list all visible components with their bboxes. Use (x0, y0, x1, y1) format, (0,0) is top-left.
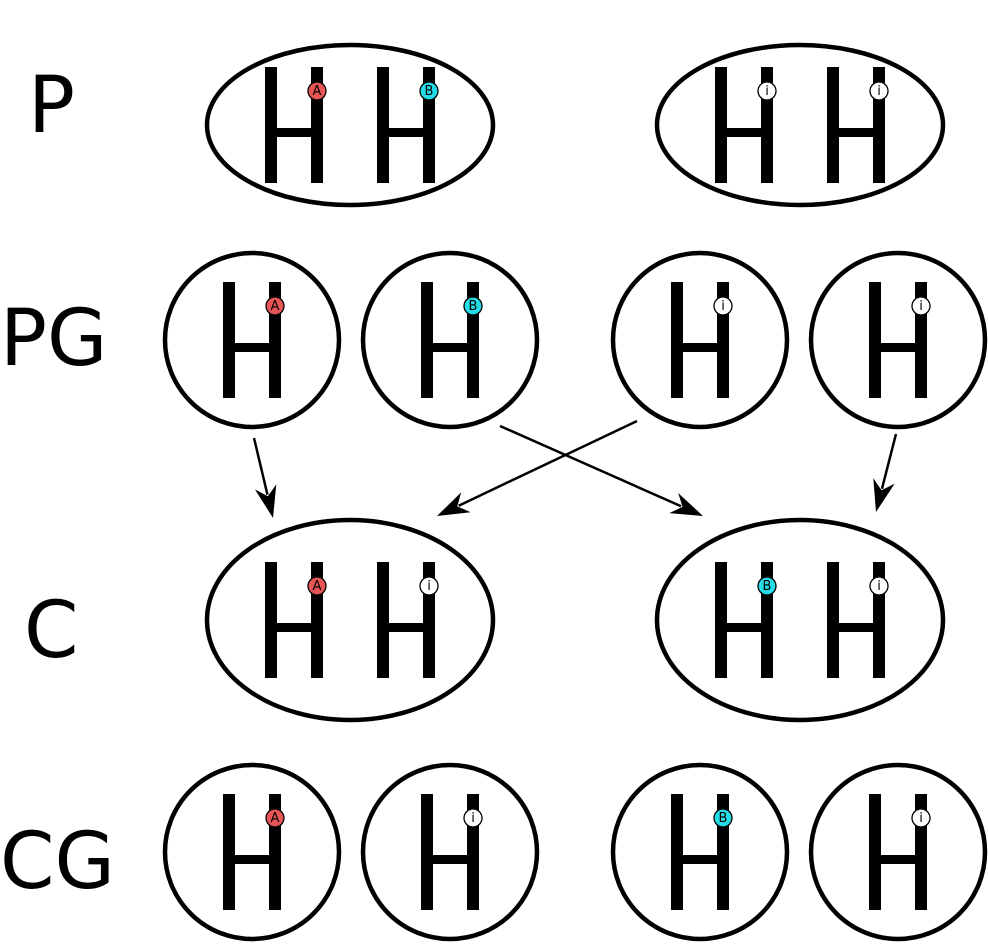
chromosome-b: B (671, 794, 733, 910)
row-label-c: C (24, 586, 78, 676)
svg-text:B: B (763, 579, 772, 594)
arrow-head (669, 492, 703, 516)
chromosome-i: i (715, 67, 777, 183)
chromosome-i: i (671, 282, 733, 398)
arrow-head (437, 492, 471, 516)
svg-text:i: i (765, 84, 769, 99)
cell-pg-1: A (162, 250, 342, 430)
arrow-head (873, 478, 895, 512)
allele-marker-A: A (265, 296, 285, 316)
chromosome-b: B (715, 562, 777, 678)
allele-marker-B: B (419, 81, 439, 101)
chromosome-i: i (827, 562, 889, 678)
arrow-head (254, 484, 277, 518)
cell-cg-1: A (162, 762, 342, 942)
allele-marker-A: A (307, 576, 327, 596)
svg-text:i: i (919, 299, 923, 314)
allele-marker-i: i (713, 296, 733, 316)
svg-text:i: i (471, 811, 475, 826)
chromosome-b: B (377, 67, 439, 183)
cell-cg-2: i (360, 762, 540, 942)
inheritance-arrows (252, 419, 898, 518)
arrow-pg-1-to-c-1 (499, 424, 703, 516)
allele-marker-i: i (869, 576, 889, 596)
allele-marker-B: B (713, 808, 733, 828)
cell-pg-3: i (610, 250, 790, 430)
svg-text:B: B (719, 811, 728, 826)
svg-text:i: i (919, 811, 923, 826)
svg-text:A: A (271, 811, 280, 826)
chromosome-b: B (421, 282, 483, 398)
svg-text:A: A (313, 579, 322, 594)
svg-text:i: i (721, 299, 725, 314)
svg-text:A: A (313, 84, 322, 99)
chromosome-a: A (265, 562, 327, 678)
allele-marker-B: B (757, 576, 777, 596)
cell-pg-2: B (360, 250, 540, 430)
row-label-p: P (28, 61, 75, 151)
allele-marker-i: i (911, 296, 931, 316)
allele-marker-i: i (869, 81, 889, 101)
chromosome-a: A (223, 282, 285, 398)
svg-text:B: B (469, 299, 478, 314)
allele-marker-i: i (911, 808, 931, 828)
chromosome-i: i (377, 562, 439, 678)
chromosome-i: i (827, 67, 889, 183)
chromosome-i: i (869, 794, 931, 910)
allele-marker-i: i (757, 81, 777, 101)
cell-cg-4: i (808, 762, 988, 942)
allele-marker-B: B (463, 296, 483, 316)
chromosome-a: A (265, 67, 327, 183)
svg-text:i: i (877, 579, 881, 594)
allele-marker-i: i (419, 576, 439, 596)
allele-marker-i: i (463, 808, 483, 828)
row-label-cg: CG (0, 817, 115, 907)
allele-marker-A: A (265, 808, 285, 828)
allele-marker-A: A (307, 81, 327, 101)
chromosome-a: A (223, 794, 285, 910)
svg-text:A: A (271, 299, 280, 314)
chromosome-i: i (421, 794, 483, 910)
arrow-pg-2-to-c-0 (437, 419, 638, 516)
cell-pg-4: i (808, 250, 988, 430)
svg-text:B: B (425, 84, 434, 99)
cell-cg-3: B (610, 762, 790, 942)
chromosome-i: i (869, 282, 931, 398)
svg-text:i: i (427, 579, 431, 594)
arrow-pg-3-to-c-1 (873, 433, 898, 512)
row-label-pg: PG (0, 294, 107, 384)
svg-text:i: i (877, 84, 881, 99)
arrow-pg-0-to-c-0 (252, 437, 277, 518)
